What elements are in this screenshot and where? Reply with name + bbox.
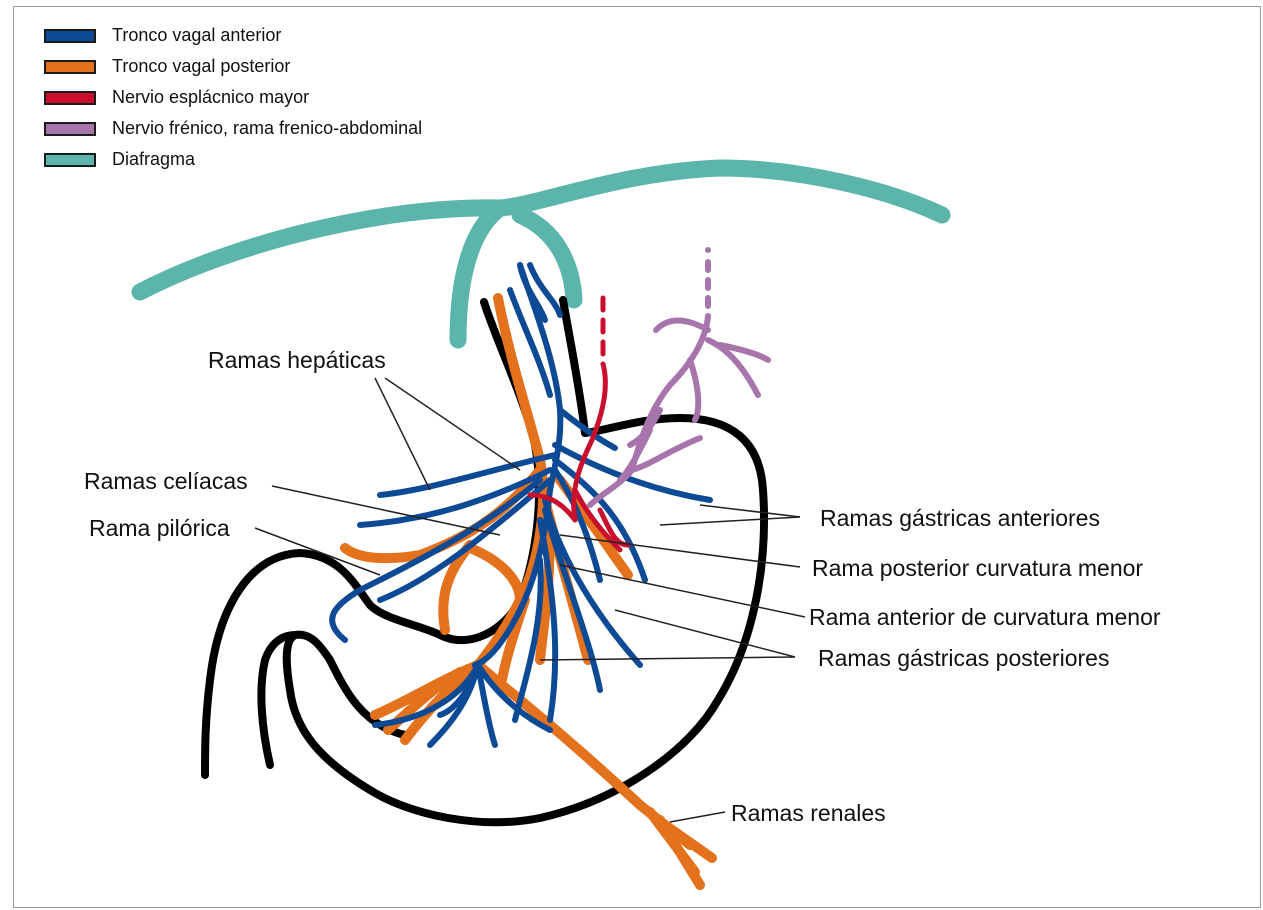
legend-swatch (44, 60, 96, 74)
legend-swatch (44, 153, 96, 167)
legend-label: Nervio esplácnico mayor (112, 87, 309, 108)
label-rama-anterior-curvatura-menor: Rama anterior de curvatura menor (809, 606, 1161, 629)
legend-item: Nervio esplácnico mayor (44, 82, 422, 113)
label-ramas-celiacas: Ramas celíacas (84, 470, 248, 493)
label-ramas-gastricas-anteriores: Ramas gástricas anteriores (820, 507, 1100, 530)
legend-item: Tronco vagal anterior (44, 20, 422, 51)
anterior-vagal-trunk (332, 265, 710, 745)
legend: Tronco vagal anterior Tronco vagal poste… (44, 20, 422, 175)
legend-item: Nervio frénico, rama frenico-abdominal (44, 113, 422, 144)
label-ramas-gastricas-posteriores: Ramas gástricas posteriores (818, 647, 1109, 670)
label-ramas-hepaticas: Ramas hepáticas (208, 349, 386, 372)
label-ramas-renales: Ramas renales (731, 802, 886, 825)
legend-label: Nervio frénico, rama frenico-abdominal (112, 118, 422, 139)
legend-item: Diafragma (44, 144, 422, 175)
legend-swatch (44, 122, 96, 136)
legend-swatch (44, 29, 96, 43)
label-rama-pilorica: Rama pilórica (89, 517, 230, 540)
legend-item: Tronco vagal posterior (44, 51, 422, 82)
phrenic-nerve (590, 247, 768, 505)
legend-swatch (44, 91, 96, 105)
legend-label: Tronco vagal posterior (112, 56, 290, 77)
label-rama-posterior-curvatura-menor: Rama posterior curvatura menor (812, 557, 1143, 580)
legend-label: Tronco vagal anterior (112, 25, 281, 46)
legend-label: Diafragma (112, 149, 195, 170)
